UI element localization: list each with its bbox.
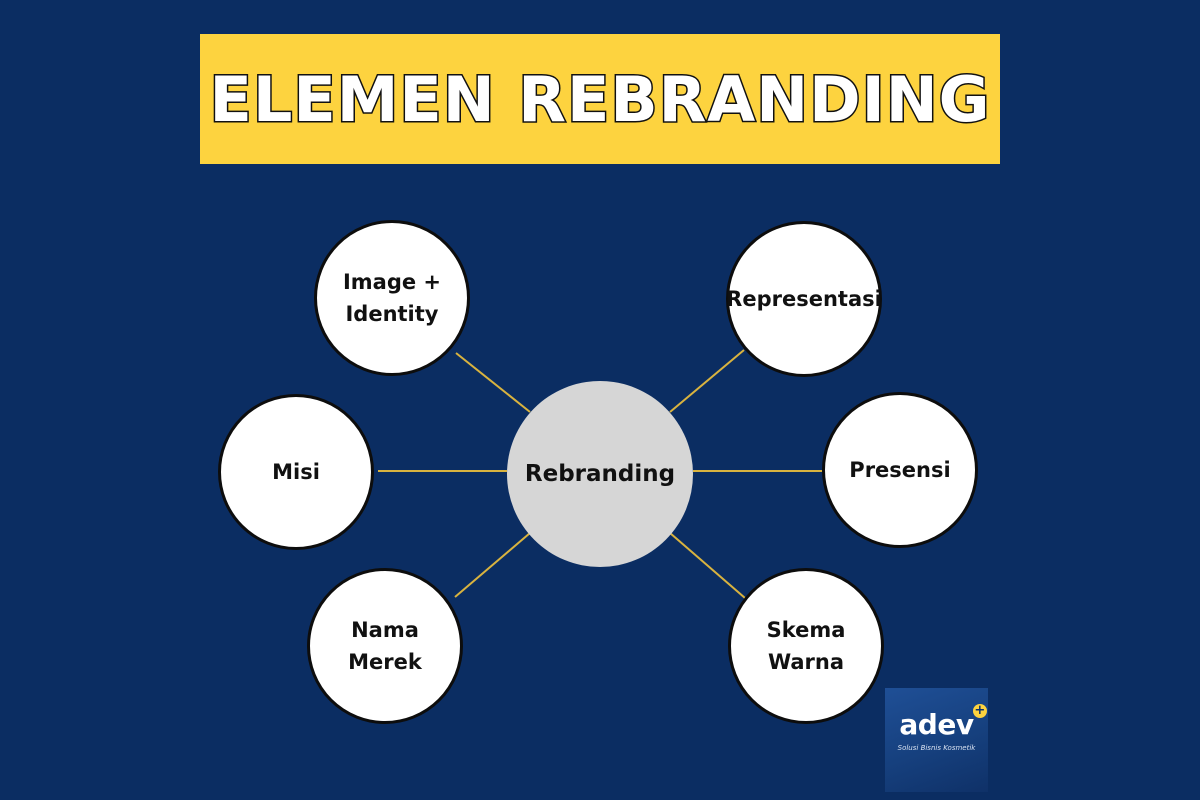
hub-label: Rebranding [524,461,676,487]
title-banner: ELEMEN REBRANDING [200,34,1000,164]
node-label: Nama Merek [348,618,422,674]
node-image-identity: Image + Identity [314,220,470,376]
hub-rebranding: Rebranding [507,381,693,567]
node-skema-warna: Skema Warna [728,568,884,724]
node-label: Representasi [726,287,882,311]
connector-nama-merek [454,532,531,598]
node-label: Presensi [849,458,951,482]
adev-logo: adev+ Solusi Bisnis Kosmetik [885,688,988,792]
plus-icon: + [972,703,987,718]
connector-skema-warna [669,532,746,599]
node-representasi: Representasi [726,221,882,377]
page-title: ELEMEN REBRANDING [208,61,991,137]
logo-wordmark: adev+ [899,704,987,741]
node-nama-merek: Nama Merek [307,568,463,724]
node-label: Image + Identity [342,270,442,326]
node-presensi: Presensi [822,392,978,548]
node-label: Misi [272,460,320,484]
logo-tagline: Solusi Bisnis Kosmetik [897,744,976,752]
connector-representasi [669,349,745,413]
logo-name: adev [899,708,974,741]
node-label: Skema Warna [766,618,846,674]
connector-image-identity [455,352,531,413]
node-misi: Misi [218,394,374,550]
